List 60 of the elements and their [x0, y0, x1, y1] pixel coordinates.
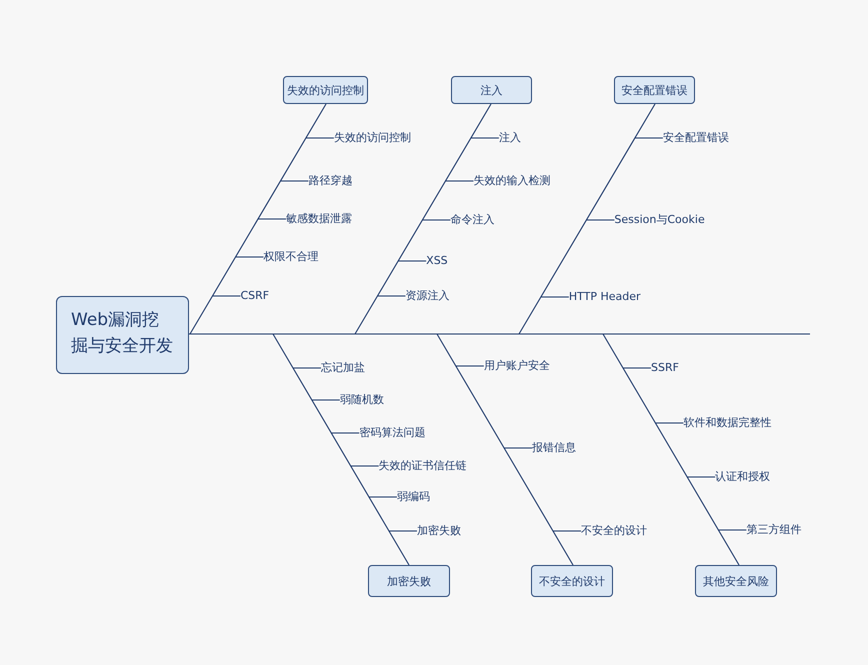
branch-line	[655, 422, 684, 424]
cause-label: 用户账户安全	[484, 359, 550, 373]
category-box: 加密失败	[368, 565, 450, 597]
cause-label: 密码算法问题	[359, 426, 426, 440]
branch-line	[504, 447, 532, 449]
category-box: 注入	[451, 76, 532, 104]
branch-line	[456, 365, 484, 367]
branch-line	[422, 219, 450, 221]
cause-label: 忘记加盐	[321, 361, 366, 375]
bone-line	[188, 104, 326, 335]
branch-line	[258, 218, 286, 220]
branch-line	[280, 180, 308, 182]
cause-label: 第三方组件	[746, 523, 802, 537]
cause-label: 路径穿越	[308, 174, 352, 188]
branch-line	[552, 530, 581, 532]
branch-line	[377, 295, 406, 297]
cause-label: 失效的证书信任链	[378, 459, 467, 473]
branch-line	[470, 137, 499, 139]
branch-line	[586, 219, 614, 221]
cause-label: 报错信息	[532, 441, 576, 455]
cause-label: 软件和数据完整性	[683, 416, 772, 430]
cause-label: 认证和授权	[715, 470, 770, 484]
cause-label: 失效的访问控制	[334, 131, 411, 145]
branch-line	[398, 260, 426, 262]
category-box: 失效的访问控制	[283, 76, 368, 104]
cause-label: HTTP Header	[568, 290, 641, 304]
category-box: 安全配置错误	[614, 76, 695, 104]
cause-label: 失效的输入检测	[473, 174, 550, 188]
cause-label: 权限不合理	[264, 250, 319, 264]
head-box: Web漏洞挖掘与安全开发	[56, 296, 189, 374]
cause-label: 加密失败	[416, 524, 461, 538]
cause-label: 命令注入	[450, 213, 494, 227]
cause-label: SSRF	[651, 361, 679, 375]
branch-line	[634, 137, 663, 139]
cause-label: 敏感数据泄露	[286, 212, 352, 226]
branch-line	[540, 296, 569, 298]
branch-line	[718, 529, 746, 531]
category-box: 其他安全风险	[695, 565, 777, 597]
cause-label: 弱随机数	[340, 393, 384, 407]
branch-line	[331, 432, 360, 434]
category-box: 不安全的设计	[531, 565, 613, 597]
branch-line	[293, 367, 322, 369]
cause-label: CSRF	[240, 289, 270, 303]
cause-label: 资源注入	[405, 289, 450, 303]
cause-label: 安全配置错误	[662, 131, 729, 145]
cause-label: Session与Cookie	[614, 213, 705, 227]
branch-line	[312, 399, 340, 401]
branch-line	[306, 137, 334, 139]
cause-label: 注入	[498, 131, 521, 145]
branch-line	[687, 476, 716, 478]
branch-line	[445, 180, 474, 182]
branch-line	[212, 295, 240, 297]
cause-label: 弱编码	[396, 490, 430, 504]
branch-line	[368, 496, 397, 498]
branch-line	[623, 367, 652, 369]
cause-label: 不安全的设计	[580, 524, 647, 538]
branch-line	[236, 256, 264, 258]
branch-line	[388, 530, 417, 532]
cause-label: XSS	[426, 254, 448, 268]
branch-line	[350, 465, 379, 467]
